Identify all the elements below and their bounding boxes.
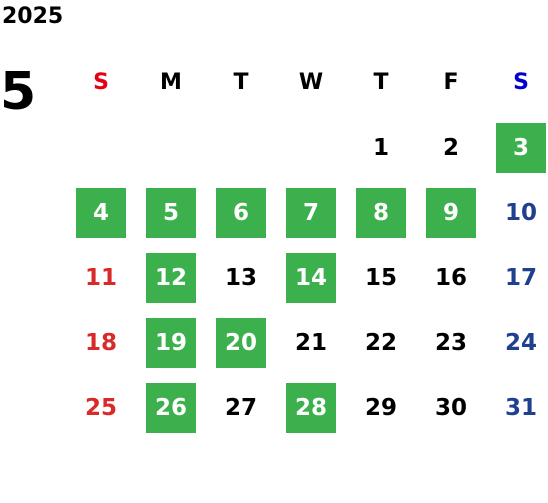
day-cell: 12 [146, 253, 196, 303]
week-row-4: 18 19 20 21 22 23 24 [70, 318, 548, 383]
week-row-3: 11 12 13 14 15 16 17 [70, 253, 548, 318]
weekday-header-tuesday: T [233, 70, 249, 95]
day-cell: 21 [294, 329, 327, 356]
calendar-grid: S M T W T F S 1 2 3 4 5 6 7 8 9 10 11 12… [70, 58, 548, 448]
day-cell: 20 [216, 318, 266, 368]
day-cell: 16 [434, 264, 467, 291]
day-cell: 28 [286, 383, 336, 433]
day-cell: 23 [434, 329, 467, 356]
weekday-header-saturday: S [513, 70, 529, 95]
day-cell: 11 [84, 264, 117, 291]
weekday-header-row: S M T W T F S [70, 58, 548, 123]
day-cell: 4 [76, 188, 126, 238]
day-cell [76, 123, 126, 173]
weekday-header-thursday: T [373, 70, 389, 95]
week-row-5: 25 26 27 28 29 30 31 [70, 383, 548, 448]
day-cell: 14 [286, 253, 336, 303]
day-cell: 15 [364, 264, 397, 291]
day-cell: 22 [364, 329, 397, 356]
day-cell: 5 [146, 188, 196, 238]
day-cell: 31 [504, 394, 537, 421]
day-cell: 24 [504, 329, 537, 356]
day-cell: 3 [496, 123, 546, 173]
day-cell: 17 [504, 264, 537, 291]
day-cell: 27 [224, 394, 257, 421]
day-cell: 26 [146, 383, 196, 433]
weekday-header-friday: F [443, 70, 459, 95]
day-cell [286, 123, 336, 173]
month-number: 5 [0, 62, 37, 122]
day-cell: 6 [216, 188, 266, 238]
day-cell: 29 [364, 394, 397, 421]
day-cell: 8 [356, 188, 406, 238]
week-row-1: 1 2 3 [70, 123, 548, 188]
day-cell [146, 123, 196, 173]
day-cell: 13 [224, 264, 257, 291]
weekday-header-sunday: S [93, 70, 109, 95]
day-cell: 25 [84, 394, 117, 421]
day-cell: 19 [146, 318, 196, 368]
day-cell: 1 [372, 134, 389, 161]
weekday-header-monday: M [160, 70, 182, 95]
weekday-header-wednesday: W [298, 70, 324, 95]
day-cell: 9 [426, 188, 476, 238]
day-cell: 7 [286, 188, 336, 238]
day-cell: 10 [504, 199, 537, 226]
year-label: 2025 [2, 4, 64, 29]
day-cell: 18 [84, 329, 117, 356]
day-cell [216, 123, 266, 173]
week-row-2: 4 5 6 7 8 9 10 [70, 188, 548, 253]
day-cell: 30 [434, 394, 467, 421]
day-cell: 2 [442, 134, 459, 161]
